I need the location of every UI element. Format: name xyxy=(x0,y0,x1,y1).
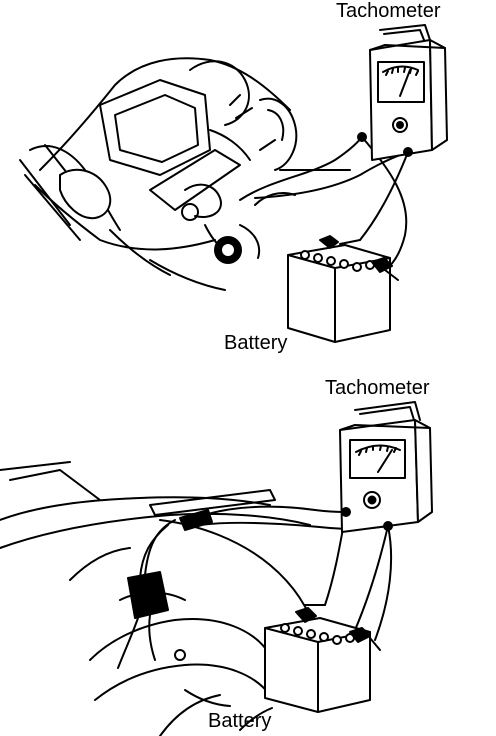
battery-label-bottom: Battery xyxy=(208,710,272,732)
tachometer-label-top: Tachometer xyxy=(336,0,441,22)
battery-top xyxy=(287,235,399,343)
battery-bottom xyxy=(264,604,381,713)
tachometer-bottom xyxy=(339,401,433,533)
tachometer-top xyxy=(357,24,448,161)
tachometer-label-bottom: Tachometer xyxy=(325,377,430,399)
engine-bay-top xyxy=(19,57,298,291)
test-leads-top xyxy=(239,136,409,271)
battery-label-top: Battery xyxy=(224,332,288,354)
